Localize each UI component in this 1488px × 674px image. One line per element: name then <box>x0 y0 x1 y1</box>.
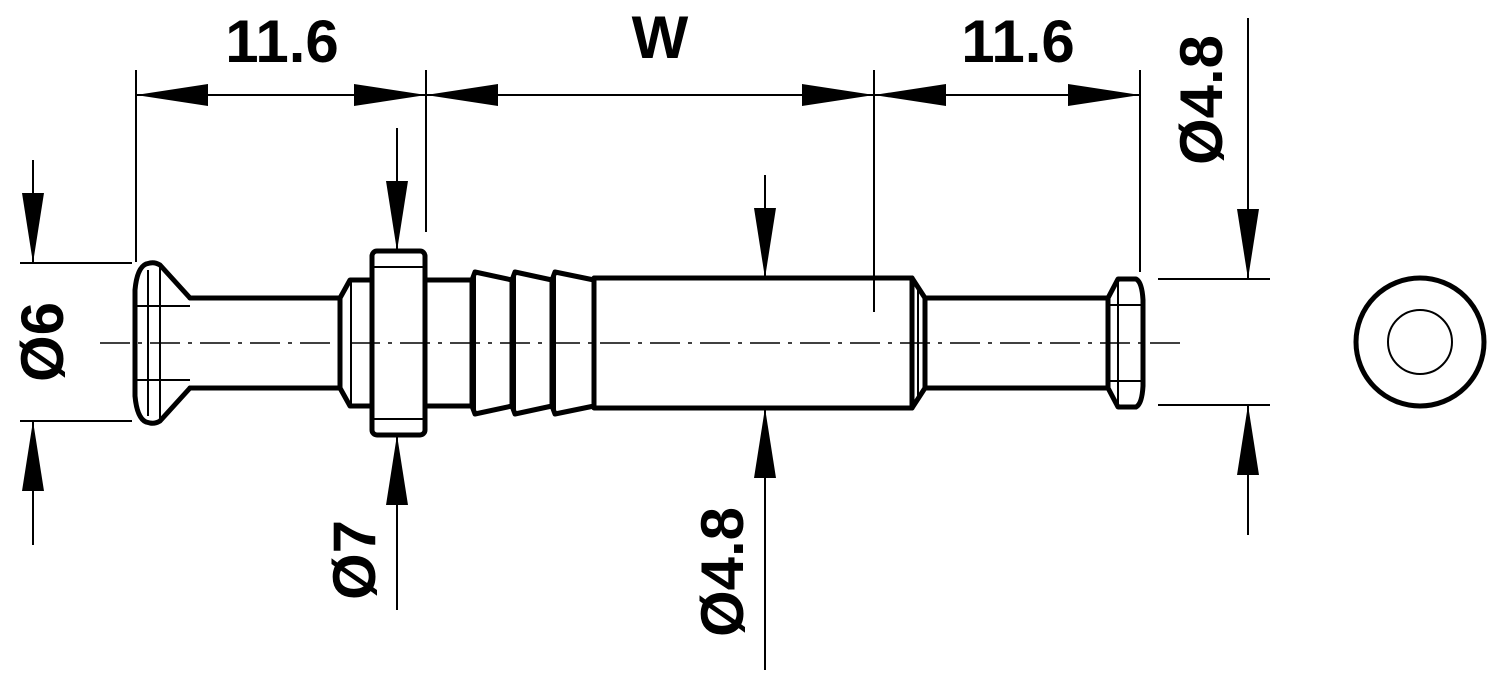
dim-head-diameter: Ø6 <box>9 302 76 382</box>
collar <box>369 248 428 438</box>
dim-middle-length: W <box>632 4 689 71</box>
dim-collar-diameter: Ø7 <box>321 520 388 600</box>
dim-left-length: 11.6 <box>225 8 338 75</box>
dimension-lines <box>22 18 1259 670</box>
dim-shank-diameter: Ø4.8 <box>689 507 756 637</box>
bolt-outline <box>132 248 1146 438</box>
left-head <box>132 260 193 426</box>
main-shank <box>591 275 915 411</box>
dim-end-diameter: Ø4.8 <box>1168 35 1235 165</box>
dim-right-length: 11.6 <box>961 8 1074 75</box>
extension-lines <box>20 70 1270 422</box>
end-view <box>1353 275 1487 409</box>
right-end <box>1105 276 1146 410</box>
